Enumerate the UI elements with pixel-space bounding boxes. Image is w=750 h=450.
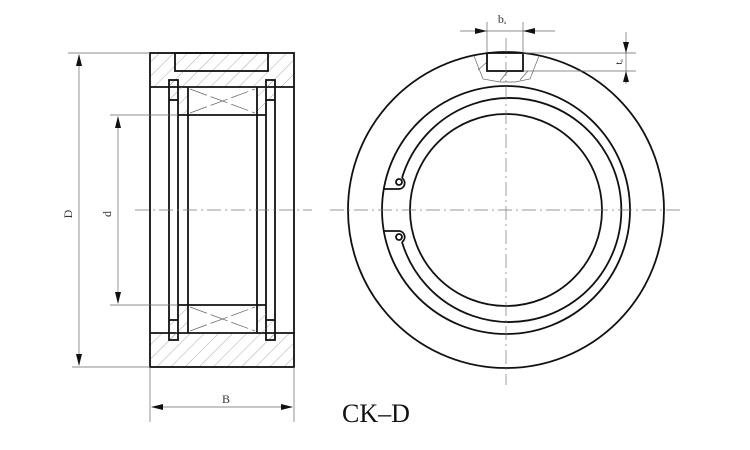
- label-d: d: [100, 211, 114, 217]
- label-D: D: [61, 209, 75, 218]
- arrow-up-icon: [115, 116, 121, 128]
- spring-pin-icon: [395, 178, 403, 186]
- keyway: [486, 52, 524, 72]
- cage-section-hatch: [257, 305, 266, 333]
- dimension-b: ba: [460, 12, 555, 53]
- section-view: D d B: [61, 52, 312, 422]
- arrow-right-icon: [475, 28, 487, 34]
- dimension-D: D: [61, 52, 150, 368]
- side-plate-hatch: [169, 81, 178, 100]
- arrow-up-icon: [76, 54, 82, 66]
- dimension-t: ta: [523, 32, 636, 84]
- label-t-main: t: [613, 62, 625, 65]
- label-t: ta: [613, 59, 625, 65]
- arrow-down-icon: [76, 354, 82, 366]
- arrow-down-icon: [115, 292, 121, 304]
- dimension-B: B: [149, 367, 295, 422]
- front-view: ba ta: [330, 12, 682, 385]
- cage-hook-top: [383, 177, 406, 190]
- outer-ring-outline: [149, 52, 295, 368]
- label-t-subscript: a: [620, 59, 625, 62]
- arrow-right-icon: [281, 404, 293, 410]
- label-b: ba: [498, 12, 507, 26]
- arrow-down-icon: [623, 42, 629, 53]
- cage-section-hatch: [179, 305, 188, 333]
- side-plate-hatch: [266, 320, 275, 339]
- roller-bottom: [189, 306, 256, 332]
- arrow-left-icon: [523, 28, 535, 34]
- arrow-left-icon: [151, 404, 163, 410]
- arrow-up-icon: [623, 71, 629, 82]
- side-plate-hatch: [266, 81, 275, 100]
- keyway-hatch: [473, 55, 540, 83]
- label-b-main: b: [498, 12, 504, 26]
- cage-section-hatch: [257, 87, 266, 115]
- dimension-d: d: [100, 114, 178, 306]
- cage-hook-bottom: [383, 230, 406, 243]
- side-plate-hatch: [169, 320, 178, 339]
- roller-top: [189, 88, 256, 114]
- drawing-title: CK–D: [342, 399, 410, 428]
- label-b-subscript: a: [504, 21, 507, 26]
- cage-section-hatch: [179, 87, 188, 115]
- label-B: B: [222, 392, 230, 406]
- spring-pin-icon: [395, 233, 403, 241]
